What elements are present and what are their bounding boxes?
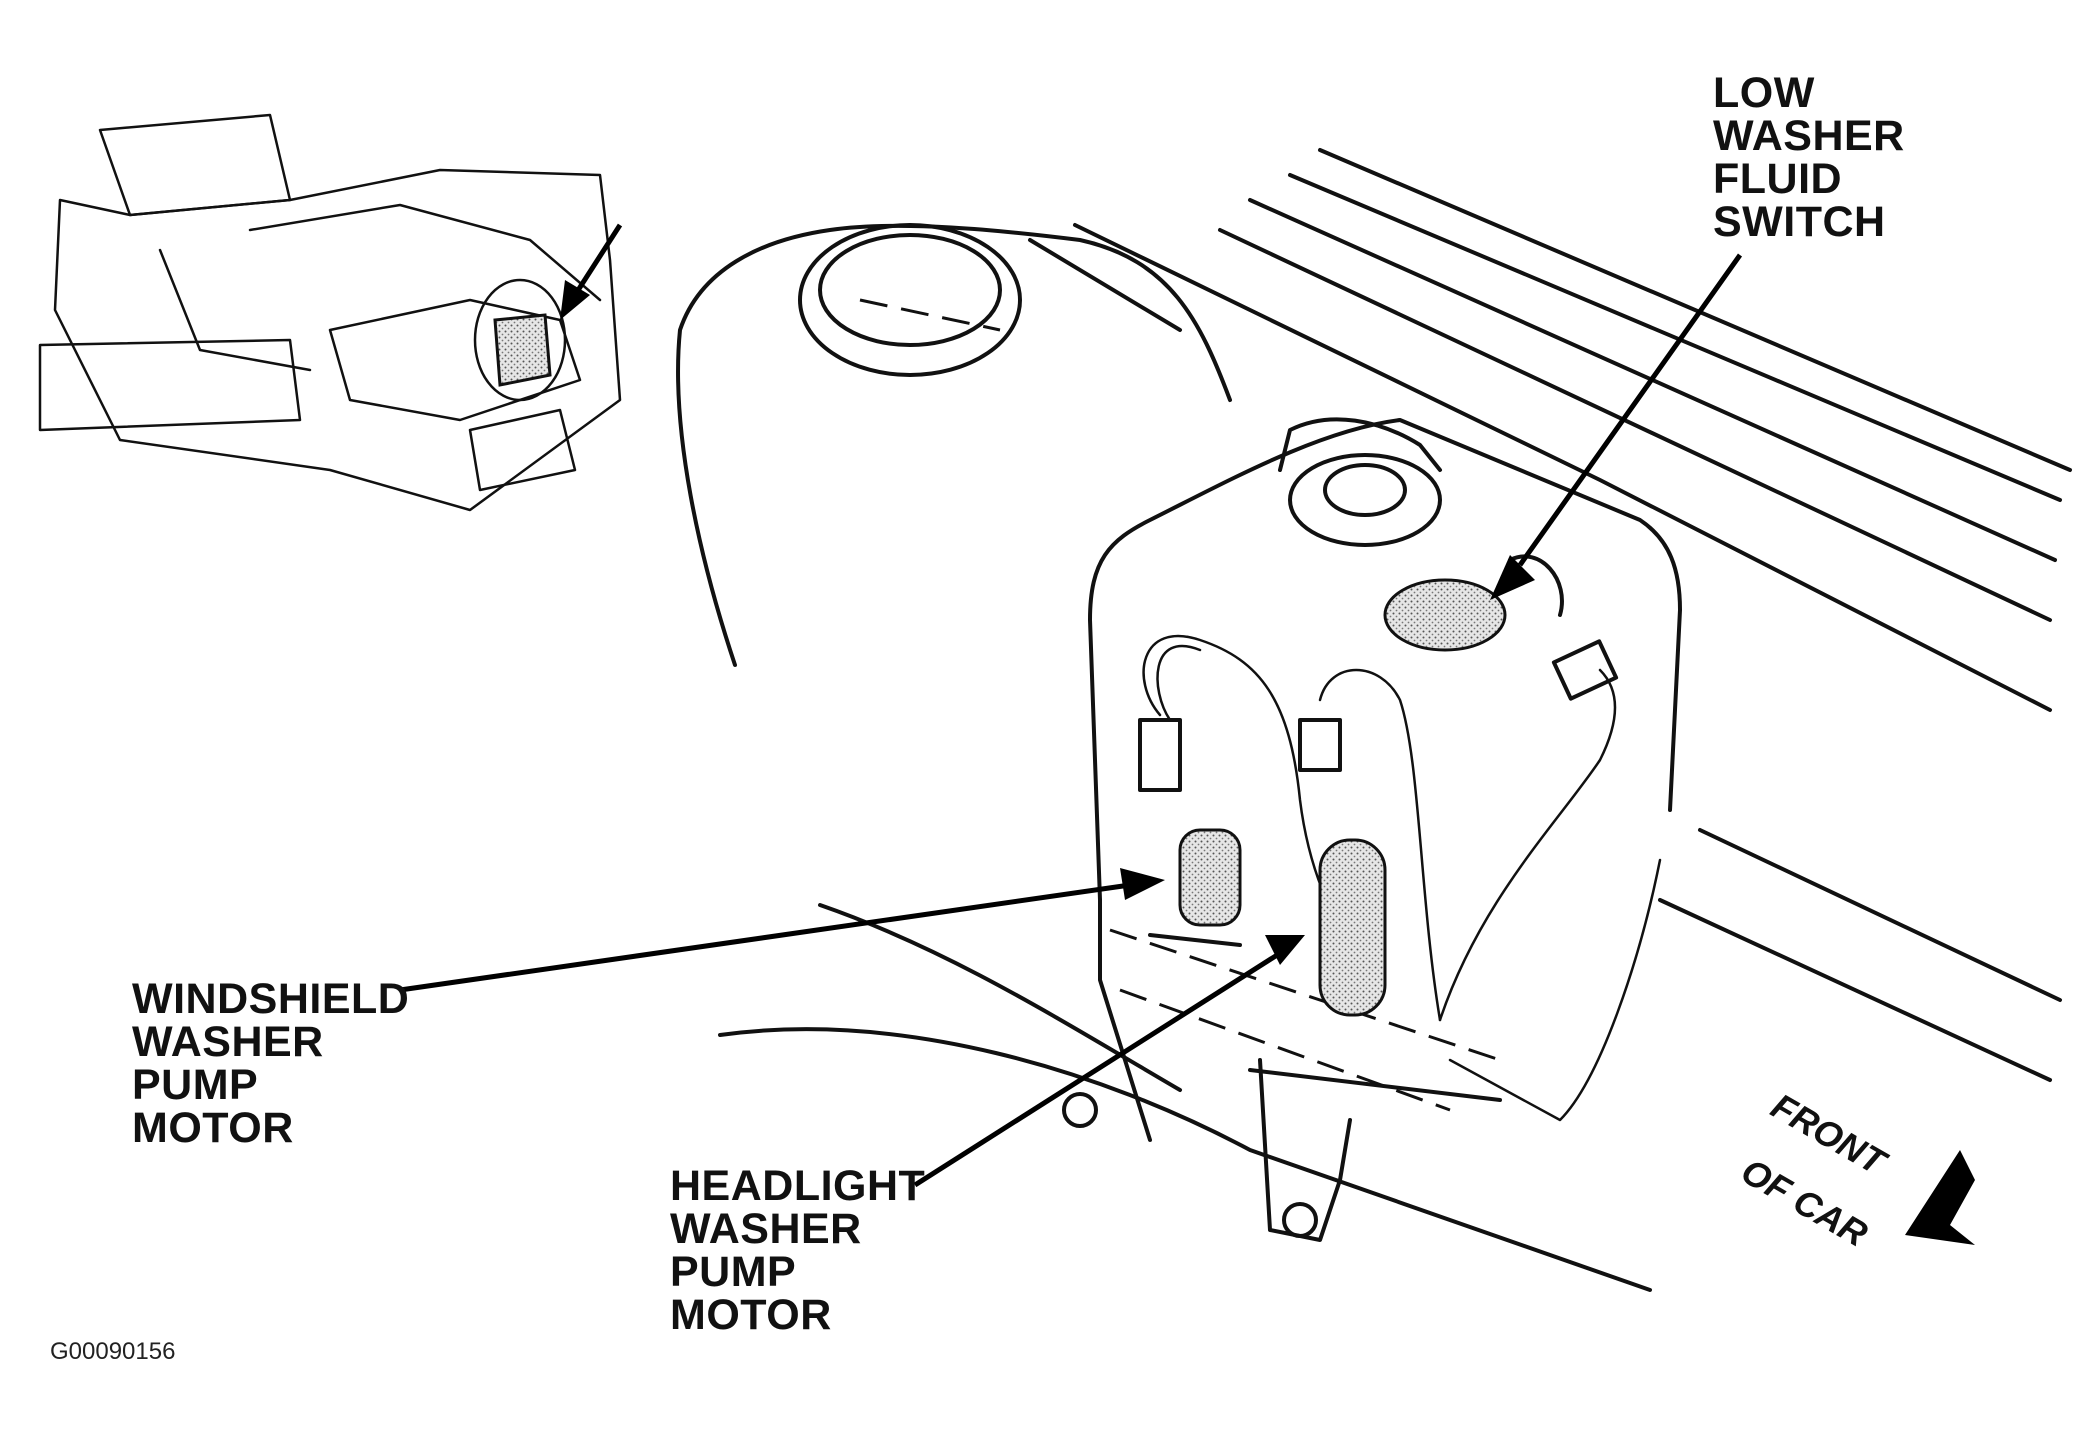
coolant-reservoir — [676, 223, 1232, 667]
windshield-washer-pump-motor-label: WINDSHIELD WASHER PUMP MOTOR — [132, 975, 410, 1152]
vehicle-overview-inset — [38, 113, 623, 512]
arrow-icon — [1265, 935, 1305, 965]
headlight-washer-pump-motor-label: HEADLIGHT WASHER PUMP MOTOR — [670, 1162, 926, 1339]
arrow-icon — [1490, 555, 1535, 600]
body-structure-lines — [718, 148, 2072, 1292]
callout-arrows — [399, 253, 1743, 1188]
arrow-icon — [560, 280, 590, 320]
front-direction-arrow-icon — [1905, 1150, 1975, 1245]
arrow-icon — [1120, 868, 1165, 900]
washer-reservoir — [1062, 417, 1682, 1242]
figure-id: G00090156 — [50, 1338, 176, 1365]
low-washer-fluid-switch-label: LOW WASHER FLUID SWITCH — [1713, 69, 1905, 246]
